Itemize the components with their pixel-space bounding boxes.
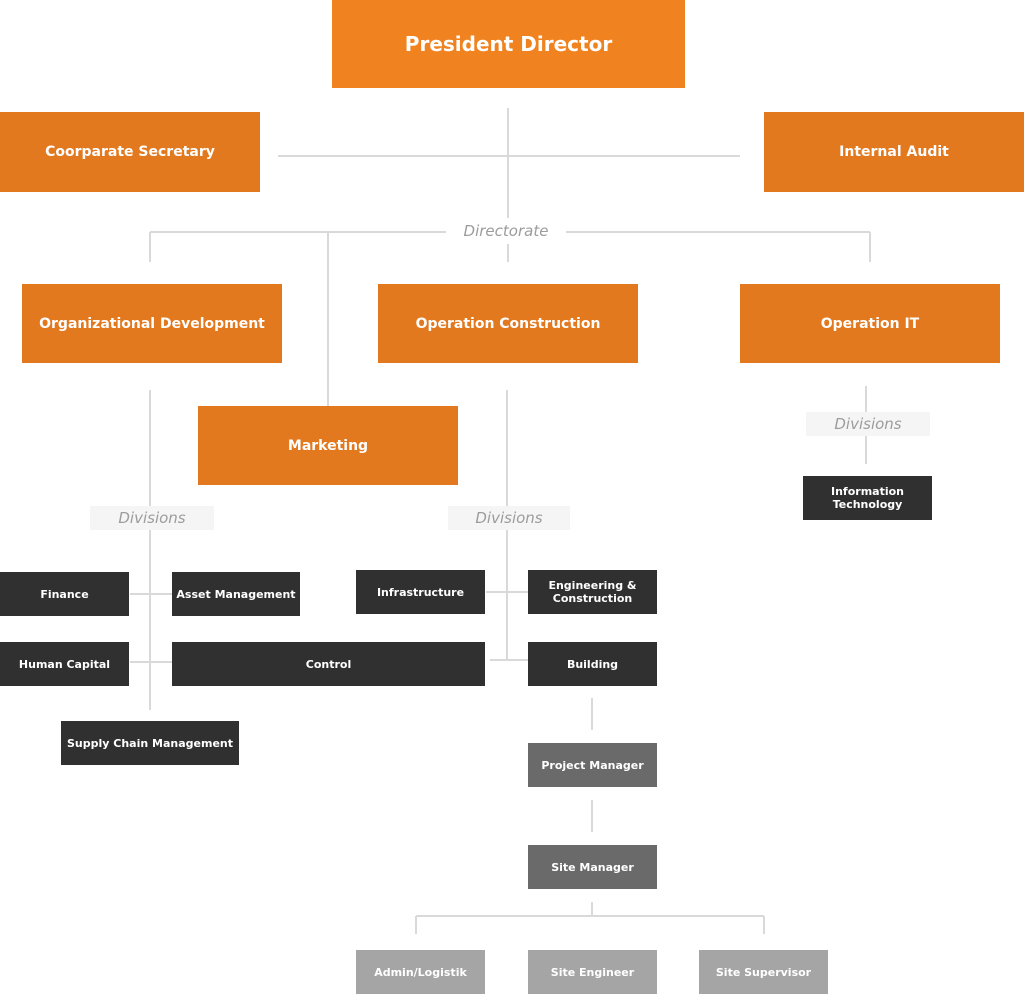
marketing-label: Marketing [287,437,369,454]
human-capital-label: Human Capital [18,657,111,671]
human-capital-box: Human Capital [0,642,129,686]
information-technology-box: Information Technology [803,476,932,520]
divisions-label-org-dev: Divisions [90,506,214,530]
divisions-label-op-it: Divisions [806,412,930,436]
control-box: Control [172,642,485,686]
control-label: Control [305,657,352,671]
site-manager-label: Site Manager [551,860,634,874]
org-dev-box: Organizational Development [22,284,282,363]
engineering-construction-label: Engineering & Construction [548,579,637,605]
site-supervisor-label: Site Supervisor [715,965,812,979]
building-label: Building [566,657,619,671]
divisions-label-op-construction: Divisions [448,506,570,530]
infrastructure-box: Infrastructure [356,570,485,614]
internal-audit-box: Internal Audit [764,112,1024,192]
op-construction-box: Operation Construction [378,284,638,363]
site-engineer-box: Site Engineer [528,950,657,994]
finance-label: Finance [40,587,89,601]
finance-box: Finance [0,572,129,616]
asset-management-label: Asset Management [176,587,296,601]
marketing-box: Marketing [198,406,458,485]
infrastructure-label: Infrastructure [376,585,465,599]
president-director-box: President Director [332,0,685,88]
admin-logistik-box: Admin/Logistik [356,950,485,994]
op-it-label: Operation IT [820,315,920,332]
engineering-construction-box: Engineering & Construction [528,570,657,614]
building-box: Building [528,642,657,686]
project-manager-box: Project Manager [528,743,657,787]
corporate-secretary-box: Coorparate Secretary [0,112,260,192]
project-manager-label: Project Manager [541,758,644,772]
information-technology-label: Information Technology [831,485,904,511]
president-director-label: President Director [404,32,613,56]
site-manager-box: Site Manager [528,845,657,889]
supply-chain-box: Supply Chain Management [61,721,239,765]
supply-chain-label: Supply Chain Management [67,736,233,750]
admin-logistik-label: Admin/Logistik [374,965,467,979]
op-construction-label: Operation Construction [415,315,601,332]
site-supervisor-box: Site Supervisor [699,950,828,994]
op-it-box: Operation IT [740,284,1000,363]
asset-management-box: Asset Management [172,572,300,616]
site-engineer-label: Site Engineer [550,965,635,979]
org-dev-label: Organizational Development [39,315,265,332]
directorate-label: Directorate [446,218,566,244]
corporate-secretary-label: Coorparate Secretary [45,144,215,160]
internal-audit-label: Internal Audit [839,144,949,160]
